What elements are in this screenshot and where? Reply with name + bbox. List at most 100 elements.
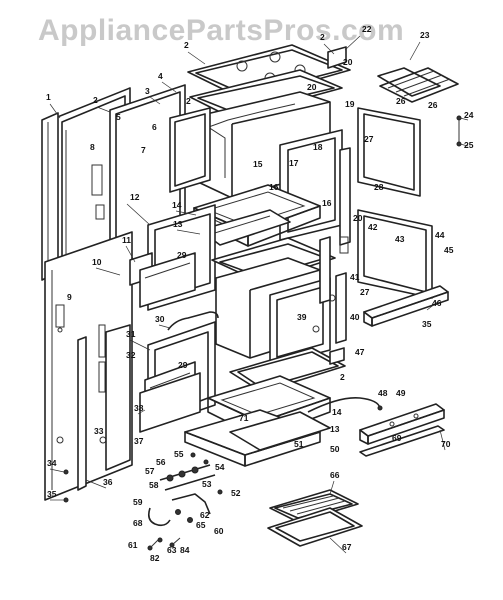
part-label-63: 63 bbox=[167, 545, 177, 555]
part-label-10: 10 bbox=[92, 257, 102, 267]
broiler-rack bbox=[377, 67, 462, 147]
small-bracket bbox=[329, 347, 345, 365]
part-label-24: 24 bbox=[464, 110, 474, 120]
part-label-49: 49 bbox=[396, 388, 406, 398]
part-label-26: 26 bbox=[428, 100, 438, 110]
part-label-26: 26 bbox=[396, 96, 406, 106]
part-label-52: 52 bbox=[231, 488, 241, 498]
part-label-11: 11 bbox=[122, 235, 131, 245]
part-label-56: 56 bbox=[156, 457, 166, 467]
lower-oven-door-panel bbox=[269, 277, 336, 367]
part-label-54: 54 bbox=[215, 462, 225, 472]
part-label-20: 20 bbox=[343, 57, 353, 67]
part-label-47: 47 bbox=[355, 347, 365, 357]
part-label-65: 65 bbox=[196, 520, 206, 530]
part-label-33: 33 bbox=[94, 426, 104, 436]
part-label-44: 44 bbox=[435, 230, 445, 240]
part-label-57: 57 bbox=[145, 466, 155, 476]
part-label-2: 2 bbox=[340, 372, 345, 382]
right-lower-side-panel bbox=[339, 209, 433, 299]
part-label-30: 30 bbox=[155, 314, 165, 324]
part-label-12: 12 bbox=[130, 192, 140, 202]
part-label-60: 60 bbox=[214, 526, 224, 536]
middle-insulation-block bbox=[139, 252, 196, 308]
part-label-2: 2 bbox=[184, 40, 189, 50]
part-label-22: 22 bbox=[362, 24, 372, 34]
part-label-25: 25 bbox=[464, 140, 474, 150]
part-label-51: 51 bbox=[294, 439, 304, 449]
part-label-5: 5 bbox=[116, 112, 121, 122]
part-label-13: 13 bbox=[173, 219, 183, 229]
part-label-14: 14 bbox=[332, 407, 342, 417]
part-label-62: 62 bbox=[200, 510, 210, 520]
part-label-6: 6 bbox=[152, 122, 157, 132]
left-rail bbox=[77, 336, 87, 491]
part-label-27: 27 bbox=[364, 134, 374, 144]
part-label-46: 46 bbox=[432, 298, 442, 308]
upper-oven-door-panel bbox=[279, 129, 343, 241]
part-label-48: 48 bbox=[378, 388, 388, 398]
part-label-40: 40 bbox=[350, 312, 360, 322]
right-upper-side-panel bbox=[357, 107, 421, 197]
part-label-55: 55 bbox=[174, 449, 184, 459]
lower-door-gasket bbox=[167, 311, 219, 331]
part-label-66: 66 bbox=[330, 470, 340, 480]
part-label-7: 7 bbox=[141, 145, 146, 155]
part-label-13: 13 bbox=[330, 424, 340, 434]
part-label-42: 42 bbox=[368, 222, 378, 232]
part-label-19: 19 bbox=[345, 99, 355, 109]
part-label-39: 39 bbox=[297, 312, 307, 322]
part-label-84: 84 bbox=[180, 545, 190, 555]
right-lower-trim-bar bbox=[363, 285, 449, 327]
part-label-37: 37 bbox=[134, 436, 144, 446]
part-label-4: 4 bbox=[158, 71, 163, 81]
part-label-67: 67 bbox=[342, 542, 352, 552]
part-label-50: 50 bbox=[330, 444, 340, 454]
part-label-59: 59 bbox=[133, 497, 143, 507]
storage-drawer-front bbox=[139, 372, 201, 433]
part-label-18: 18 bbox=[313, 142, 323, 152]
part-label-41: 41 bbox=[350, 272, 360, 282]
part-label-35: 35 bbox=[422, 319, 432, 329]
right-trim-rod bbox=[359, 425, 445, 457]
part-label-16: 16 bbox=[269, 182, 279, 192]
left-lower-trim bbox=[105, 324, 131, 471]
burner-tube-assembly bbox=[307, 396, 383, 413]
upper-oven-side-panel bbox=[169, 107, 211, 193]
leader-lines bbox=[49, 35, 469, 554]
part-label-20: 20 bbox=[307, 82, 317, 92]
part-label-69: 69 bbox=[392, 433, 402, 443]
broiler-pan bbox=[267, 507, 363, 547]
part-label-28: 28 bbox=[374, 182, 384, 192]
part-label-32: 32 bbox=[126, 350, 136, 360]
part-label-82: 82 bbox=[150, 553, 160, 563]
part-label-14: 14 bbox=[172, 200, 182, 210]
part-label-61: 61 bbox=[128, 540, 138, 550]
part-label-45: 45 bbox=[444, 245, 454, 255]
part-label-53: 53 bbox=[202, 479, 212, 489]
part-label-2: 2 bbox=[186, 96, 191, 106]
gas-valve-assembly bbox=[63, 452, 223, 551]
part-label-35: 35 bbox=[47, 489, 57, 499]
part-label-68: 68 bbox=[133, 518, 143, 528]
right-mid-rail bbox=[319, 236, 347, 344]
part-label-23: 23 bbox=[420, 30, 430, 40]
lower-right-trim-bar bbox=[359, 403, 445, 445]
part-label-20: 20 bbox=[353, 213, 363, 223]
part-label-16: 16 bbox=[322, 198, 332, 208]
part-label-1: 1 bbox=[46, 92, 51, 102]
left-front-trim-strip bbox=[41, 112, 59, 281]
part-label-34: 34 bbox=[47, 458, 57, 468]
part-label-70: 70 bbox=[441, 439, 451, 449]
part-label-38: 38 bbox=[134, 403, 144, 413]
watermark: AppliancePartsPros.com bbox=[38, 14, 405, 47]
part-label-43: 43 bbox=[395, 234, 405, 244]
part-label-15: 15 bbox=[253, 159, 263, 169]
part-label-29: 29 bbox=[177, 250, 187, 260]
bottom-oven-tray bbox=[229, 411, 331, 451]
part-label-8: 8 bbox=[90, 142, 95, 152]
part-label-29: 29 bbox=[178, 360, 188, 370]
right-upper-rail bbox=[339, 147, 351, 246]
